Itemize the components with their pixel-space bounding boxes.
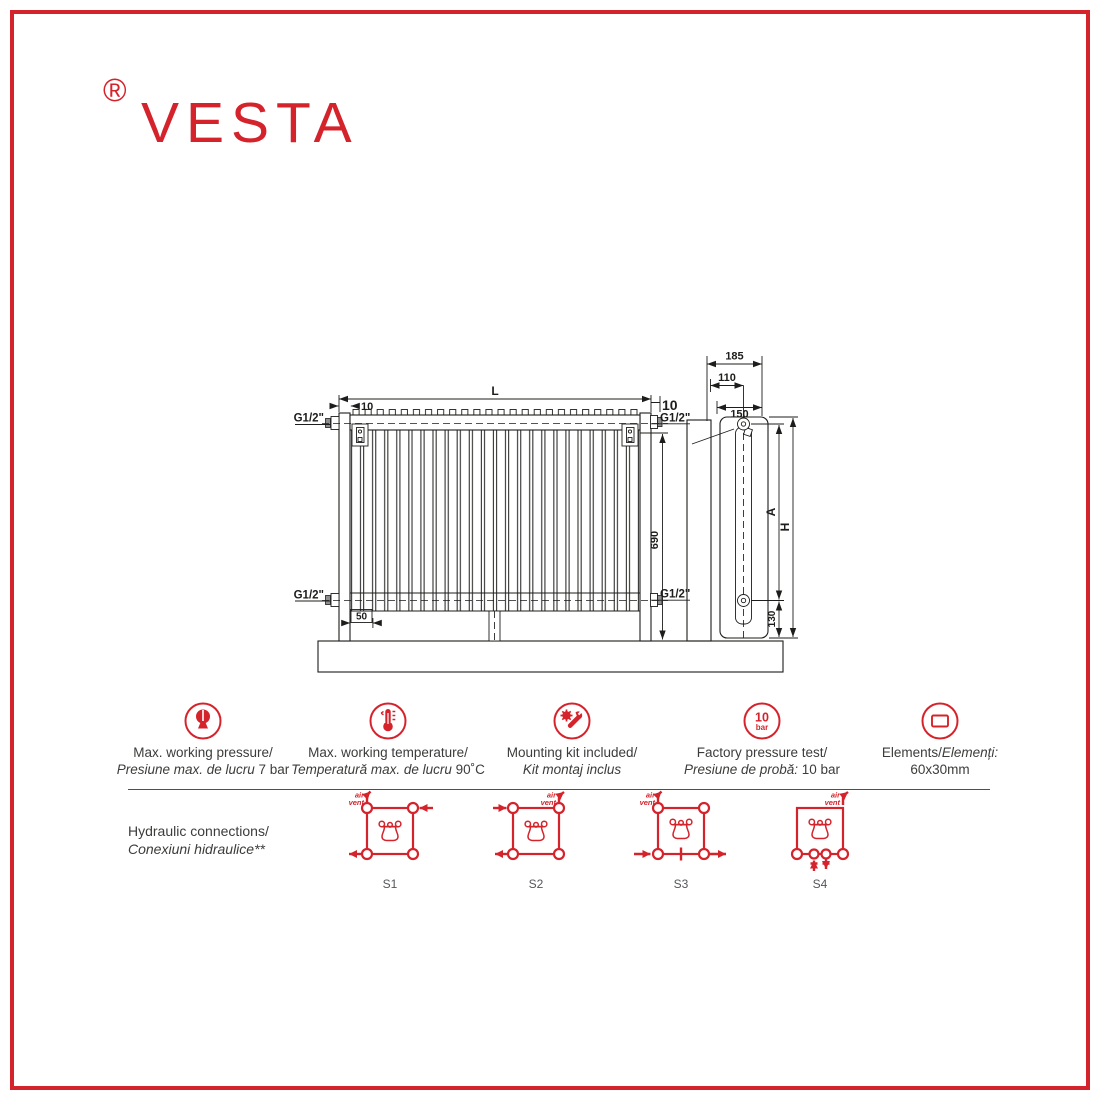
valve-glyph — [524, 820, 548, 842]
bracket-leader-line — [691, 428, 735, 445]
feature-elements: Elements/Elemenți: 60x30mm — [840, 701, 1040, 778]
page-border — [10, 10, 1090, 1090]
thermometer-icon — [369, 702, 407, 740]
wall-bracket-left — [351, 423, 369, 447]
connection-label-bottom-right: G1/2" — [660, 589, 690, 601]
valve-glyph — [378, 820, 402, 842]
dim-bracket-wall-label: 150 — [730, 409, 748, 421]
element-profile-icon — [921, 702, 959, 740]
left-end-column — [338, 412, 351, 642]
air-vent-label: air — [355, 791, 365, 800]
mounting-kit-icon — [553, 702, 591, 740]
radiator-outline — [795, 806, 845, 856]
dim-axis-wall-label: 110 — [718, 372, 736, 384]
dim-offset-left-label: 10 — [361, 401, 373, 413]
dim-axis-floor-label: 130 — [767, 610, 778, 627]
radiator-outline — [656, 806, 706, 856]
scheme-label: S4 — [812, 877, 828, 891]
feature-line1: Elements/Elemenți: — [881, 745, 999, 760]
valve-glyph — [669, 818, 693, 840]
connection-label-top-left: G1/2" — [294, 413, 324, 425]
section-caps — [350, 409, 640, 415]
pressure-gauge-icon — [184, 702, 222, 740]
air-vent-arrow — [653, 790, 663, 805]
hydraulic-title-en: Hydraulic connections/ — [128, 823, 269, 839]
connection-label-top-right: G1/2" — [660, 413, 690, 425]
hydraulic-scheme-s3: air vent S3 — [621, 786, 741, 891]
scheme-label: S1 — [382, 877, 398, 891]
pressure-test-icon: 10 bar — [743, 702, 781, 740]
dim-height-label: 690 — [649, 531, 661, 549]
feature-mounting-kit: Mounting kit included/ Kit montaj inclus — [472, 701, 672, 778]
feature-line2: 60x30mm — [910, 762, 970, 777]
top-header — [349, 414, 641, 431]
dim-length-label: L — [491, 384, 498, 398]
feature-line2: Presiune max. de lucru 7 bar — [116, 762, 290, 777]
top-connection-port — [737, 417, 750, 431]
air-vent-label: air — [831, 791, 841, 800]
feature-line2: Kit montaj inclus — [522, 762, 622, 777]
air-vent-arrow — [362, 790, 372, 805]
radiator-outline — [365, 806, 415, 856]
dim-axis-distance-label: A — [764, 507, 778, 516]
hydraulic-scheme-s1: air vent S1 — [330, 786, 450, 891]
dim-bracket-offset-label: 50 — [356, 612, 368, 623]
front-view-drawing: L 10 10 690 50 G1/2" G1/2" G1/2" G1/2" — [294, 384, 784, 673]
air-vent-label: air — [547, 791, 557, 800]
svg-text:vent: vent — [825, 798, 841, 807]
floor-bricks — [317, 640, 784, 673]
technical-drawing: L 10 10 690 50 G1/2" G1/2" G1/2" G1/2" — [275, 330, 820, 705]
feature-pressure-test: 10 bar Factory pressure test/ Presiune d… — [662, 701, 862, 778]
dim-offset-right-label: 10 — [662, 397, 678, 413]
connection-label-bottom-left: G1/2" — [294, 590, 324, 602]
svg-text:bar: bar — [756, 723, 768, 732]
svg-text:vent: vent — [349, 798, 365, 807]
air-vent-arrow — [839, 791, 849, 805]
bottom-connection-port — [737, 594, 750, 607]
svg-text:vent: vent — [640, 798, 656, 807]
feature-max-temperature: Max. working temperature/ Temperatură ma… — [288, 701, 488, 778]
hydraulic-title-ro: Conexiuni hidraulice** — [128, 841, 265, 857]
wall-bracket-right — [621, 423, 639, 447]
brand-logo: VESTA — [141, 91, 359, 155]
feature-line1: Max. working temperature/ — [308, 745, 468, 760]
hydraulic-scheme-s2: air vent S2 — [476, 786, 596, 891]
feature-line1: Factory pressure test/ — [696, 745, 828, 760]
scheme-label: S3 — [673, 877, 689, 891]
side-view-drawing: 185 110 150 A H 130 — [686, 351, 798, 642]
feature-line1: Max. working pressure/ — [133, 745, 273, 760]
radiator-outline — [511, 806, 561, 856]
svg-text:vent: vent — [541, 798, 557, 807]
scheme-label: S2 — [528, 877, 544, 891]
hydraulic-scheme-s4: air vent S4 — [760, 786, 880, 891]
radiator-tubes — [350, 430, 640, 611]
feature-line1: Mounting kit included/ — [506, 745, 638, 760]
feature-line2: Temperatură max. de lucru 90˚C — [291, 762, 485, 777]
right-end-column — [639, 412, 652, 642]
wall-bricks — [686, 419, 712, 642]
feature-max-pressure: Max. working pressure/ Presiune max. de … — [103, 701, 303, 778]
hydraulic-connections-title: Hydraulic connections/ Conexiuni hidraul… — [128, 822, 269, 858]
registered-trademark: ® — [103, 72, 127, 108]
feature-line2: Presiune de probă: 10 bar — [683, 762, 841, 777]
valve-glyph — [808, 818, 832, 840]
pipe-axis-lines — [322, 423, 668, 601]
dim-total-height-label: H — [778, 523, 792, 532]
section-divider — [128, 789, 990, 791]
dim-depth-label: 185 — [725, 351, 743, 363]
svg-text:10: 10 — [755, 711, 769, 725]
air-vent-label: air — [646, 791, 656, 800]
